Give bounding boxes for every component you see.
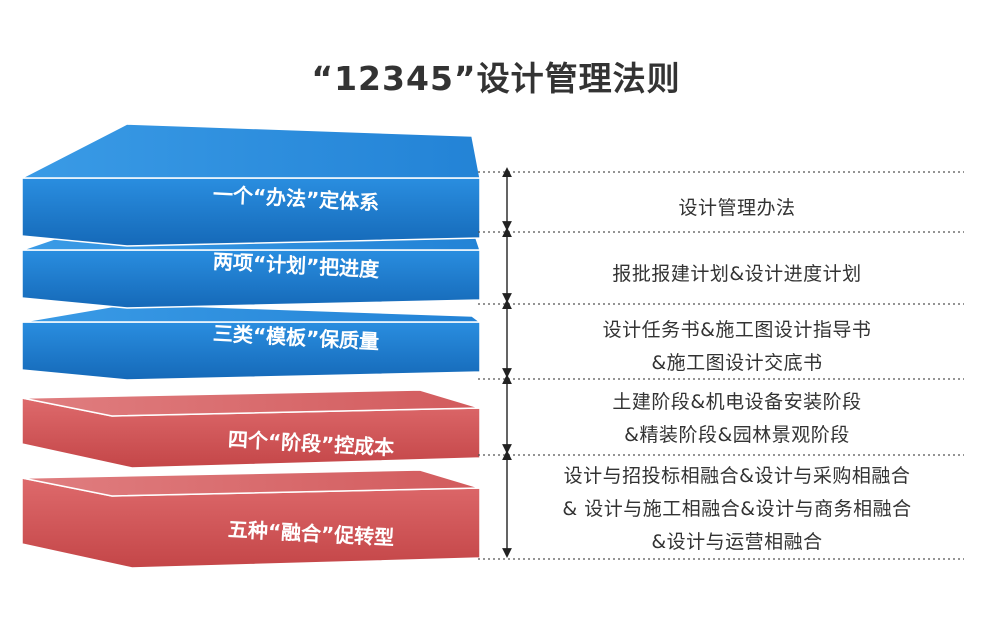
layer-top-face bbox=[21, 389, 481, 417]
description-line: 报批报建计划&设计进度计划 bbox=[612, 263, 862, 285]
layer-block: 五种“融合”促转型 bbox=[21, 469, 481, 569]
layer-block: 一个“办法”定体系 bbox=[21, 123, 481, 247]
description-line: &精装阶段&园林景观阶段 bbox=[624, 424, 850, 446]
description-line: 土建阶段&机电设备安装阶段 bbox=[612, 391, 862, 413]
page-title: “12345”设计管理法则 bbox=[311, 59, 681, 98]
layer-top-face bbox=[21, 123, 481, 179]
description-line: & 设计与施工相融合&设计与商务相融合 bbox=[562, 498, 912, 520]
description-line: 设计管理办法 bbox=[678, 197, 796, 219]
description-line: 设计与招投标相融合&设计与采购相融合 bbox=[563, 465, 911, 487]
layer-top-face bbox=[21, 469, 481, 497]
description-line: &施工图设计交底书 bbox=[651, 352, 823, 374]
description-line: 设计任务书&施工图设计指导书 bbox=[602, 319, 872, 341]
layer-description: 设计管理办法 bbox=[512, 192, 962, 225]
layer-description: 报批报建计划&设计进度计划 bbox=[512, 258, 962, 291]
description-line: &设计与运营相融合 bbox=[651, 531, 823, 553]
layer-block: 三类“模板”保质量 bbox=[21, 303, 483, 381]
layer-description: 设计与招投标相融合&设计与采购相融合 & 设计与施工相融合&设计与商务相融合&设计… bbox=[512, 460, 962, 559]
layer-description: 设计任务书&施工图设计指导书&施工图设计交底书 bbox=[512, 314, 962, 380]
layer-top-face bbox=[21, 303, 483, 323]
layer-block: 四个“阶段”控成本 bbox=[21, 389, 481, 469]
layer-description: 土建阶段&机电设备安装阶段&精装阶段&园林景观阶段 bbox=[512, 386, 962, 452]
